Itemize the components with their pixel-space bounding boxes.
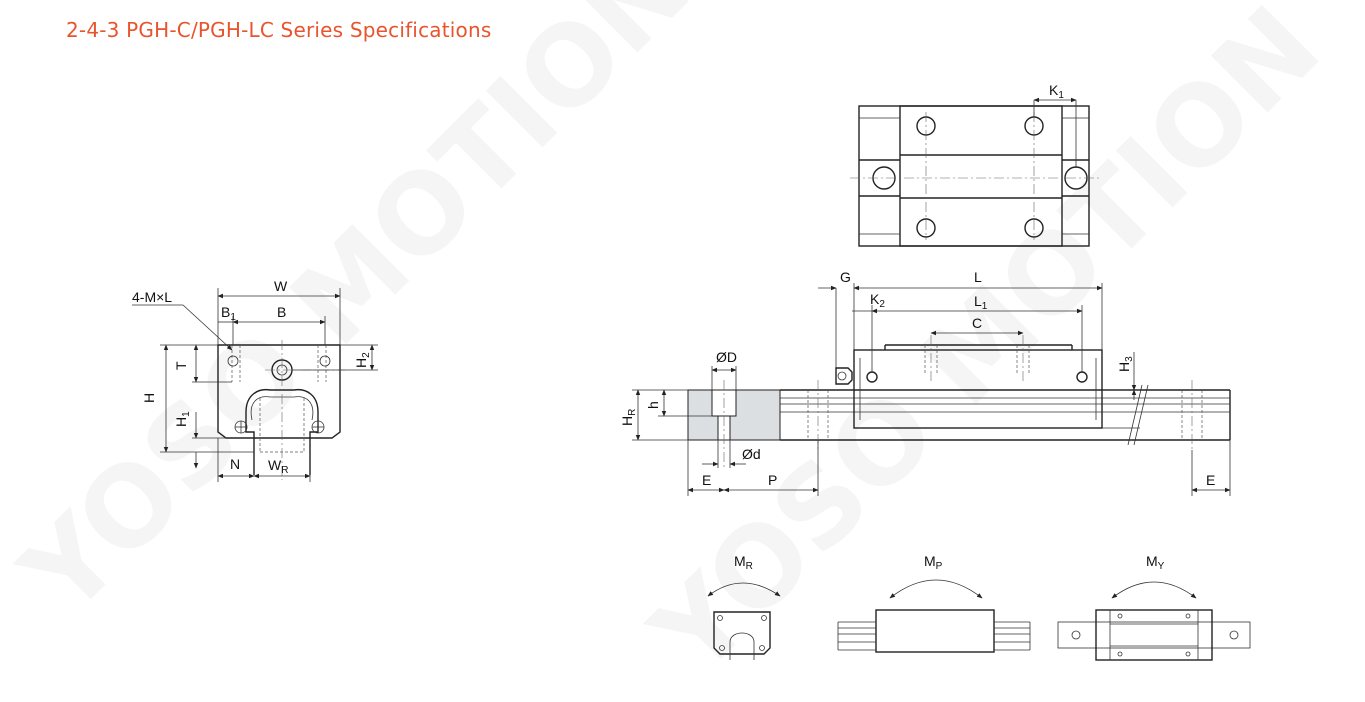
- mr-block-icon: [713, 611, 771, 655]
- side-block: [853, 349, 1103, 429]
- moment-mp: MP: [837, 553, 1031, 653]
- my-rail-icon: [1057, 621, 1251, 649]
- side-view: L G L1 K2 C H3 ØD HR h: [619, 269, 1231, 496]
- moment-my: MY: [1057, 553, 1251, 661]
- label-k1: K1: [1049, 82, 1064, 101]
- mp-block-icon: [875, 609, 995, 653]
- label-e-left: E: [702, 472, 711, 488]
- label-h: H: [141, 393, 157, 403]
- label-t: T: [173, 361, 189, 370]
- label-h3: H3: [1116, 356, 1135, 372]
- grease-nipple-side: [835, 367, 853, 385]
- moment-diagrams: MR MP MY: [707, 553, 1251, 661]
- mounting-hole: [916, 218, 936, 238]
- screw-head: [227, 355, 239, 367]
- label-n: N: [230, 456, 240, 472]
- label-hr: HR: [619, 409, 638, 426]
- mounting-hole: [1024, 218, 1044, 238]
- watermark-text-left: YOSO MOTION: [0, 0, 714, 640]
- label-w: W: [274, 278, 288, 294]
- label-k2: K2: [870, 291, 885, 310]
- label-h2: H2: [353, 352, 372, 368]
- label-my: MY: [1146, 553, 1165, 572]
- label-l: L: [974, 269, 982, 285]
- front-view: W B B1 4-M×L H T H1 H2: [132, 278, 378, 482]
- my-block-icon: [1095, 609, 1213, 661]
- moment-mr: MR: [707, 553, 781, 660]
- top-view: K1: [850, 82, 1100, 247]
- label-od: ØD: [716, 349, 737, 365]
- label-g: G: [840, 269, 851, 285]
- label-b: B: [277, 304, 286, 320]
- page-title: 2-4-3 PGH-C/PGH-LC Series Specifications: [66, 18, 492, 42]
- label-d: Ød: [742, 446, 761, 462]
- label-b1: B1: [221, 304, 236, 323]
- label-h-small: h: [645, 401, 661, 409]
- label-h1: H1: [173, 411, 192, 427]
- label-p: P: [768, 472, 777, 488]
- label-mp: MP: [924, 553, 943, 572]
- label-l1: L1: [974, 293, 988, 312]
- label-mr: MR: [734, 553, 753, 572]
- top-block-body: [899, 105, 1063, 247]
- label-c: C: [972, 315, 982, 331]
- label-e-right: E: [1206, 472, 1215, 488]
- screw-head: [319, 355, 331, 367]
- label-4-mxl: 4-M×L: [132, 289, 172, 305]
- label-wr: WR: [268, 457, 288, 476]
